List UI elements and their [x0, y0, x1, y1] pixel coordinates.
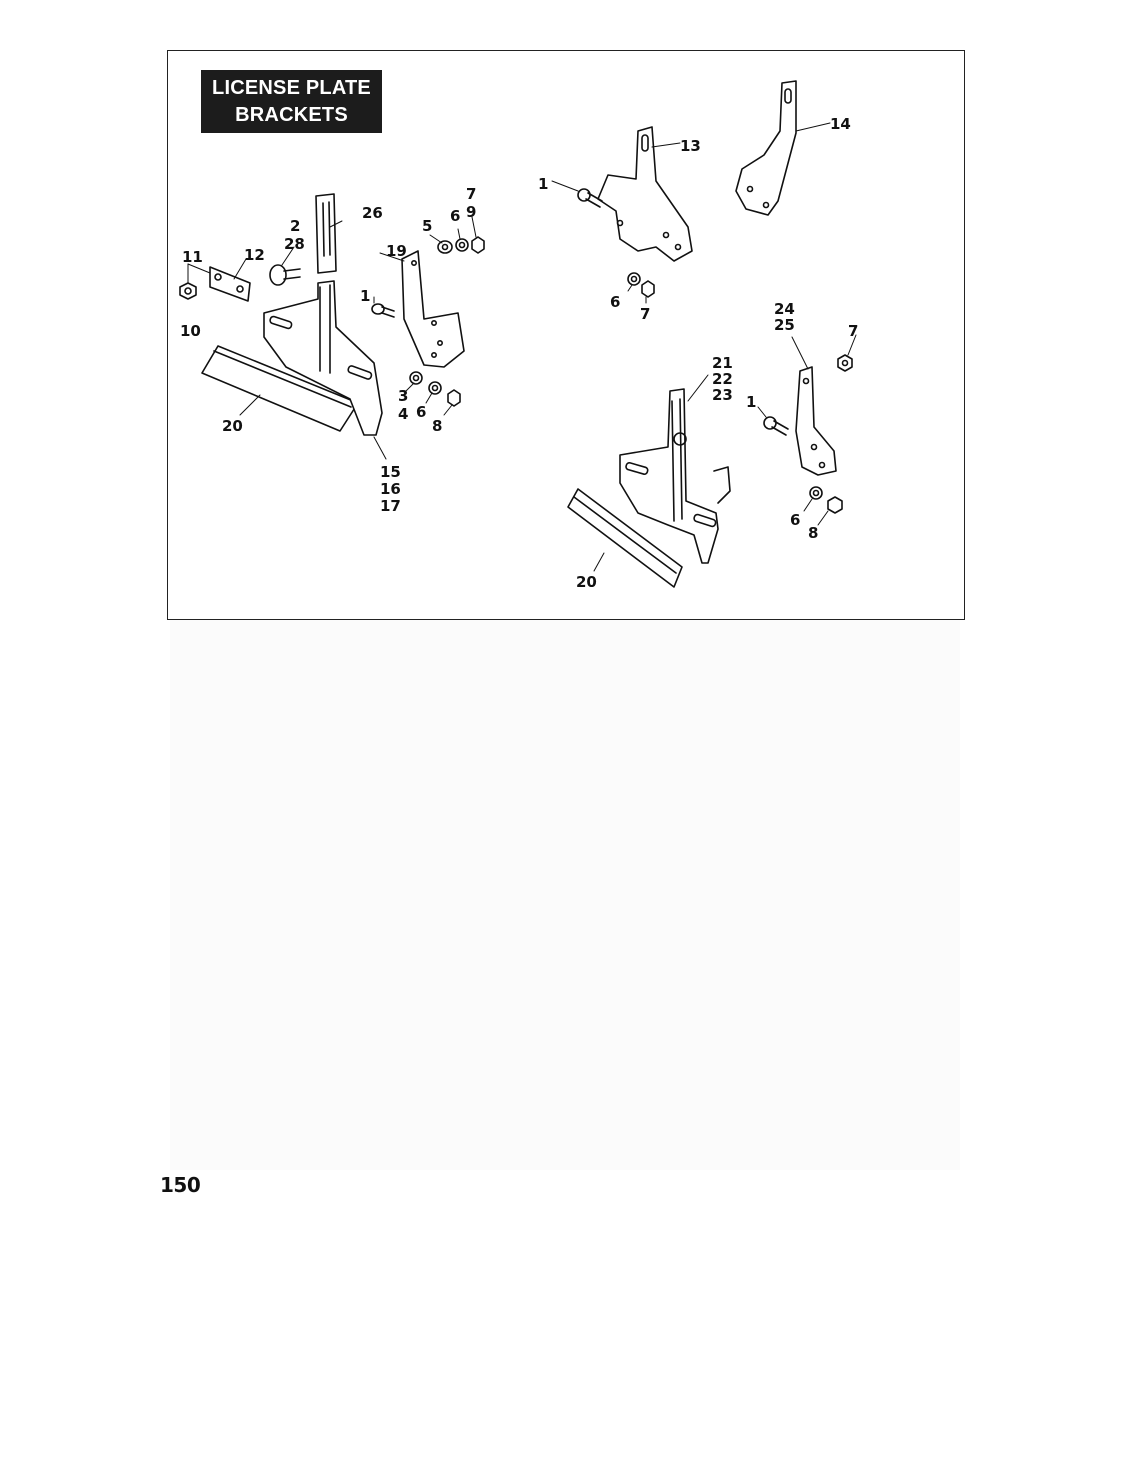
callout-19: 19	[386, 242, 407, 260]
callout-labels: 11 10 12 2 28 26 19 5 6 7 9 1 3 4 6 8 20…	[180, 115, 858, 591]
callout-16: 16	[380, 480, 401, 498]
diagram-title-line-2: BRACKETS	[235, 104, 348, 126]
bracket-21-22-23	[619, 388, 731, 564]
bolt-2-28	[269, 264, 301, 286]
hardware-5-6-7-9	[437, 236, 485, 254]
callout-6-lower-left: 6	[416, 403, 426, 421]
callout-7-upper-left: 7	[466, 185, 476, 203]
callout-5: 5	[422, 217, 432, 235]
callout-15: 15	[380, 463, 401, 481]
bracket-13	[597, 126, 693, 262]
callout-24: 24	[774, 300, 795, 318]
license-plate-left	[201, 345, 359, 432]
hardware-6-8-lower-right	[809, 486, 843, 514]
bracket-19	[401, 250, 465, 368]
callout-6-upper-left: 6	[450, 207, 460, 225]
bolt-1-upper-right	[577, 188, 603, 208]
nut-7-right	[837, 354, 853, 372]
bolt-1-left	[371, 303, 395, 318]
callout-1-upper-right: 1	[538, 175, 548, 193]
bracket-12	[209, 266, 251, 302]
callout-17: 17	[380, 497, 401, 515]
callout-6-upper-right: 6	[610, 293, 620, 311]
callout-6-lower-right: 6	[790, 511, 800, 529]
license-plate-right	[567, 488, 683, 588]
callout-22: 22	[712, 370, 733, 388]
callout-2: 2	[290, 217, 300, 235]
callout-12: 12	[244, 246, 265, 264]
bracket-14	[735, 80, 797, 216]
bracket-15-16-17	[263, 280, 383, 436]
parts-diagram: 11 10 12 2 28 26 19 5 6 7 9 1 3 4 6 8 20…	[179, 80, 858, 591]
callout-21: 21	[712, 354, 733, 372]
nut-10	[179, 282, 197, 300]
callout-9: 9	[466, 203, 476, 221]
callout-20-right: 20	[576, 573, 597, 591]
page-number: 150	[160, 1173, 201, 1197]
callout-7-right: 7	[848, 322, 858, 340]
exploded-diagram-frame: LICENSE PLATE BRACKETS	[167, 50, 965, 620]
bracket-24-25	[795, 366, 837, 476]
bolt-1-lower-right	[763, 416, 789, 436]
diagram-title-line-1: LICENSE PLATE	[212, 77, 371, 99]
hardware-3-4-6-8	[409, 371, 461, 407]
diagram-title: LICENSE PLATE BRACKETS	[201, 70, 382, 133]
callout-1-left: 1	[360, 287, 370, 305]
callout-28: 28	[284, 235, 305, 253]
bracket-26	[315, 193, 337, 274]
bleed-through-shade	[170, 620, 960, 1170]
callout-8-left: 8	[432, 417, 442, 435]
callout-4: 4	[398, 405, 408, 423]
callout-11: 11	[182, 248, 203, 266]
callout-25: 25	[774, 316, 795, 334]
callout-26: 26	[362, 204, 383, 222]
callout-1-lower-right: 1	[746, 393, 756, 411]
callout-7-upper-right: 7	[640, 305, 650, 323]
callout-10: 10	[180, 322, 201, 340]
callout-13: 13	[680, 137, 701, 155]
callout-3: 3	[398, 387, 408, 405]
callout-20-left: 20	[222, 417, 243, 435]
callout-14: 14	[830, 115, 851, 133]
hardware-6-7-upper-right	[627, 272, 655, 298]
leader-lines	[187, 122, 857, 572]
callout-23: 23	[712, 386, 733, 404]
callout-8-right: 8	[808, 524, 818, 542]
